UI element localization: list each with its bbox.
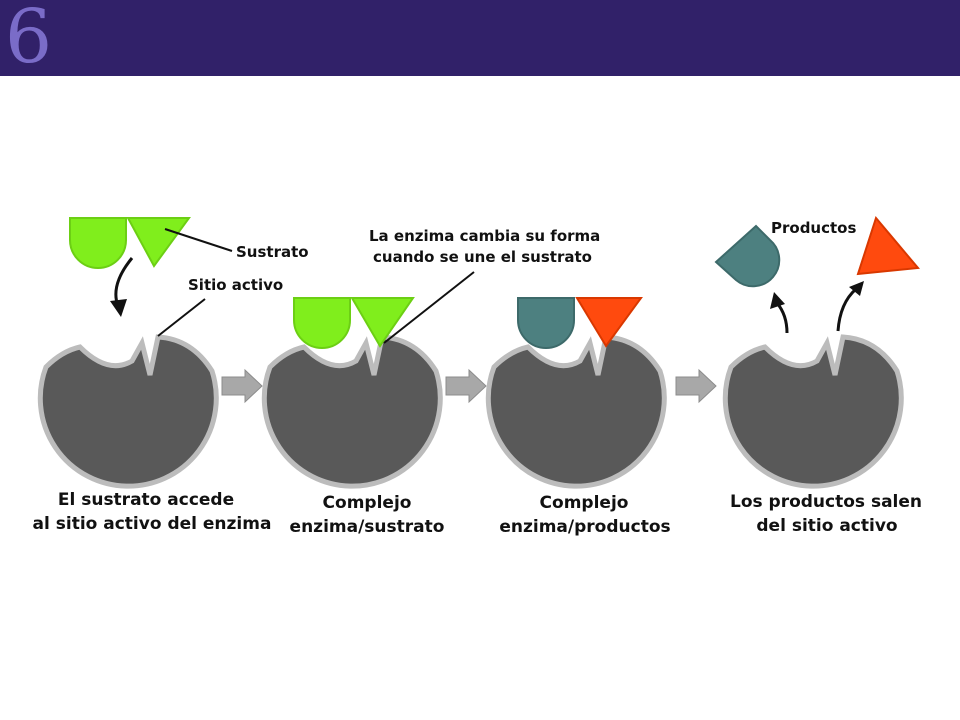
label-sustrato: Sustrato (236, 243, 309, 261)
step-arrow-1-icon (221, 368, 263, 404)
products-stage-4 (714, 215, 920, 288)
release-arrow-right-icon (836, 287, 858, 332)
stage-2-caption-line2: enzima/sustrato (290, 517, 445, 537)
release-arrow-left-icon (775, 302, 789, 334)
step-arrow-3-icon (675, 368, 717, 404)
header-bar: 6 (0, 0, 960, 80)
enzyme-stage-3 (488, 337, 664, 486)
release-arrowhead-left-icon (770, 292, 785, 309)
stage-1-caption-line2: al sitio activo del enzima (33, 514, 272, 534)
enzyme-stage-2 (264, 337, 440, 486)
label-cambio-forma-line2: cuando se une el sustrato (373, 248, 592, 266)
stage-3-caption-line2: enzima/productos (499, 517, 670, 537)
curved-arrow-icon (114, 257, 134, 307)
label-cambio-forma-line1: La enzima cambia su forma (369, 227, 600, 245)
enzyme-stage-4 (725, 337, 901, 486)
stage-1-caption-line1: El sustrato accede (58, 490, 234, 510)
substrate-stage-2 (293, 297, 415, 349)
stage-2-caption-line1: Complejo (323, 493, 412, 513)
label-sitio-activo: Sitio activo (188, 276, 283, 294)
arrowhead-icon (110, 299, 127, 317)
stage-3-caption-line1: Complejo (540, 493, 629, 513)
products-stage-3 (517, 297, 643, 349)
substrate-stage-1 (69, 217, 191, 269)
sitio-activo-leader-line (157, 298, 206, 337)
enzyme-stage-1 (40, 337, 216, 486)
sustrato-leader-line (164, 228, 233, 252)
slide-number: 6 (5, 0, 53, 80)
release-arrowhead-right-icon (849, 281, 864, 296)
step-arrow-2-icon (445, 368, 487, 404)
label-productos: Productos (771, 219, 856, 237)
stage-4-caption-line1: Los productos salen (730, 492, 922, 512)
stage-4-caption-line2: del sitio activo (756, 516, 897, 536)
cambio-forma-leader-line (383, 271, 475, 344)
